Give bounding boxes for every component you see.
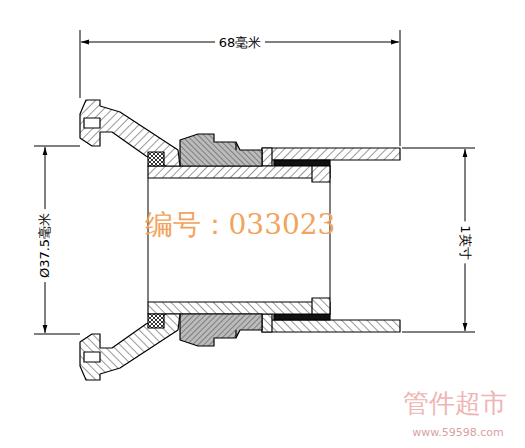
watermark-brand: 管件超市	[403, 390, 507, 416]
dimension-size: 1英寸	[458, 221, 473, 263]
watermark-code: 编号：033023	[145, 211, 336, 239]
dimension-length: 68毫米	[215, 35, 266, 50]
watermark-url: www.59598.com	[412, 427, 503, 438]
dimension-diameter: Ø37.5毫米	[38, 208, 53, 281]
